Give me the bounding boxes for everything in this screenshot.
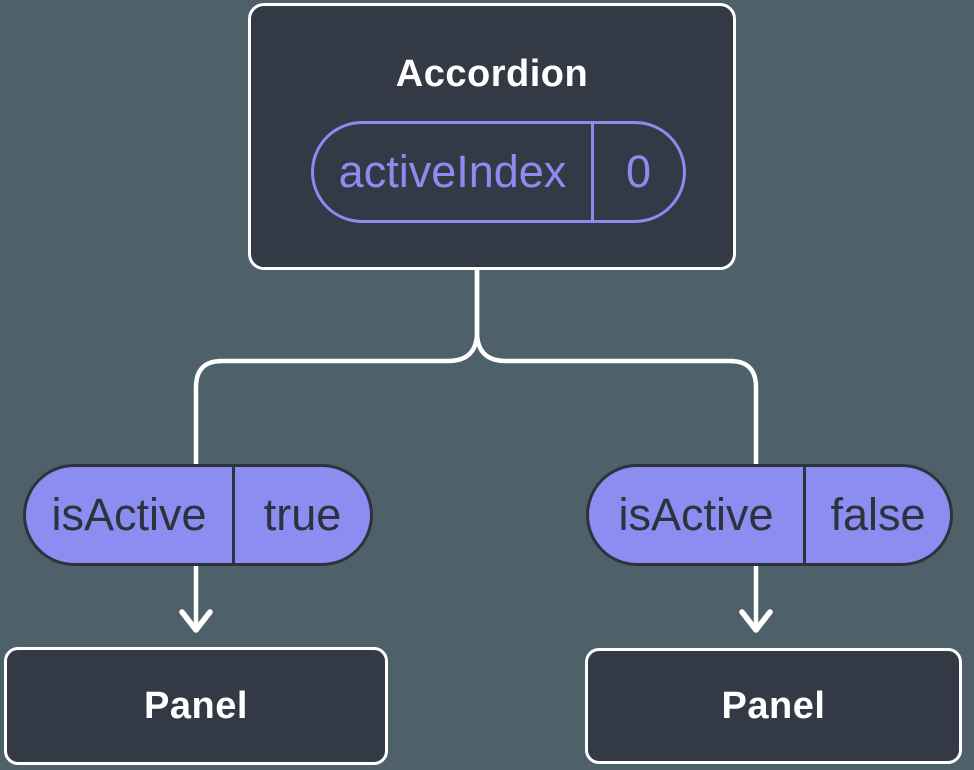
arrow-down-left-icon xyxy=(179,609,213,633)
connector-right-branch xyxy=(474,263,759,631)
state-pill: activeIndex 0 xyxy=(311,121,686,223)
prop-pill-left-name: isActive xyxy=(51,489,207,540)
accordion-node-title: Accordion xyxy=(395,53,589,95)
panel-node-left: Panel xyxy=(4,647,388,765)
prop-pill-right-value: false xyxy=(803,467,950,563)
state-pill-value: 0 xyxy=(591,124,683,220)
panel-node-right-title: Panel xyxy=(721,684,826,727)
arrow-down-right-icon xyxy=(739,609,773,633)
prop-pill-right-name: isActive xyxy=(618,489,774,540)
panel-node-right: Panel xyxy=(585,648,962,764)
prop-pill-left-value: true xyxy=(232,467,370,563)
connector-left-branch xyxy=(193,263,480,631)
prop-pill-right: isActive false xyxy=(586,464,953,566)
state-pill-name: activeIndex xyxy=(338,146,567,197)
panel-node-left-title: Panel xyxy=(144,684,248,727)
accordion-node: Accordion activeIndex 0 xyxy=(248,3,736,270)
prop-pill-left: isActive true xyxy=(23,464,373,566)
